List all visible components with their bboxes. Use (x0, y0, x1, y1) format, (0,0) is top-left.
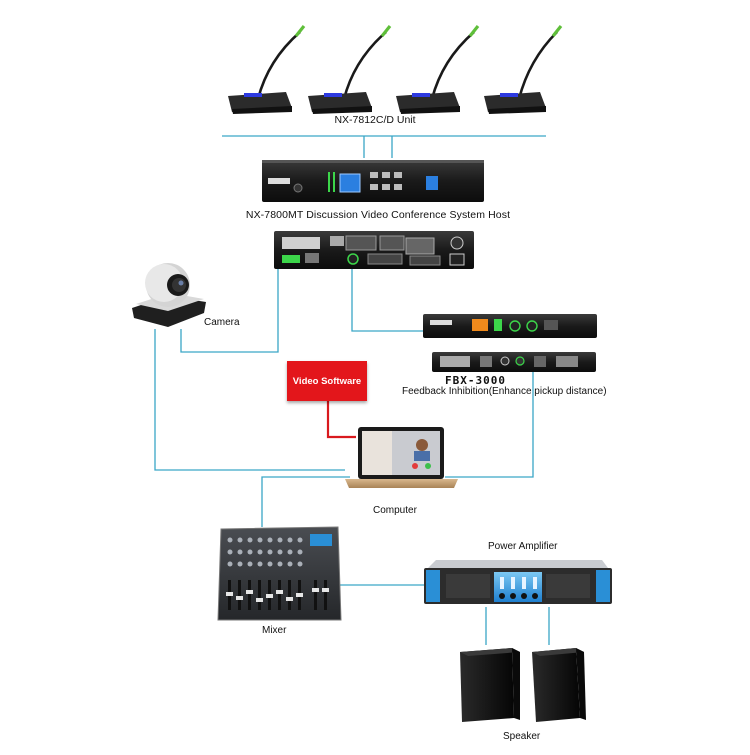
power-amplifier-icon (424, 560, 612, 604)
loudspeaker-icon (460, 648, 520, 722)
rack-unit-icon (262, 160, 484, 202)
camera-device (132, 263, 206, 327)
host-front-panel (262, 160, 484, 202)
ptz-camera-icon (132, 263, 206, 327)
computer-device (345, 427, 458, 488)
rack-unit-icon (274, 231, 474, 269)
computer-to-mixer-line (261, 476, 350, 527)
camera-to-host-line (180, 262, 279, 353)
gooseneck-microphone-icon (396, 25, 480, 114)
fbx-to-computer-line (445, 372, 534, 478)
camera-label: Camera (204, 317, 240, 328)
speaker-label: Speaker (503, 731, 541, 742)
gooseneck-microphone-icon (484, 25, 563, 114)
amplifier-label: Power Amplifier (488, 541, 558, 552)
software-link-line (326, 401, 356, 439)
mixer-label: Mixer (262, 625, 287, 636)
camera-to-computer-line (154, 329, 345, 471)
gooseneck-microphone-icon (228, 25, 306, 114)
mixer-device (217, 526, 342, 621)
rack-unit-icon (423, 314, 597, 372)
computer-label: Computer (373, 505, 417, 516)
host-back-panel (274, 231, 474, 269)
host-label: NX-7800MT Discussion Video Conference Sy… (245, 209, 511, 221)
gooseneck-microphone-icon (308, 25, 392, 114)
loudspeaker-icon (532, 648, 586, 722)
unit-label: NX-7812C/D Unit (334, 114, 416, 126)
video-software-box: Video Software (287, 361, 367, 401)
conference-unit-4 (484, 25, 563, 114)
fbx-caption-label: Feedback Inhibition(Enhance pickup dista… (402, 386, 607, 397)
audio-mixer-icon (217, 526, 342, 621)
connector-lines (154, 135, 550, 645)
conference-unit-2 (308, 25, 392, 114)
laptop-icon (345, 427, 458, 488)
fbx-model-label: FBX-3000 (445, 374, 506, 387)
speaker-left (460, 648, 520, 722)
host-to-fbx-line (351, 262, 423, 332)
speaker-right (532, 648, 586, 722)
amplifier-device (424, 560, 612, 604)
conference-unit-3 (396, 25, 480, 114)
video-software-label: Video Software (292, 375, 362, 387)
conference-unit-1 (228, 25, 306, 114)
fbx-3000-device (423, 314, 597, 372)
